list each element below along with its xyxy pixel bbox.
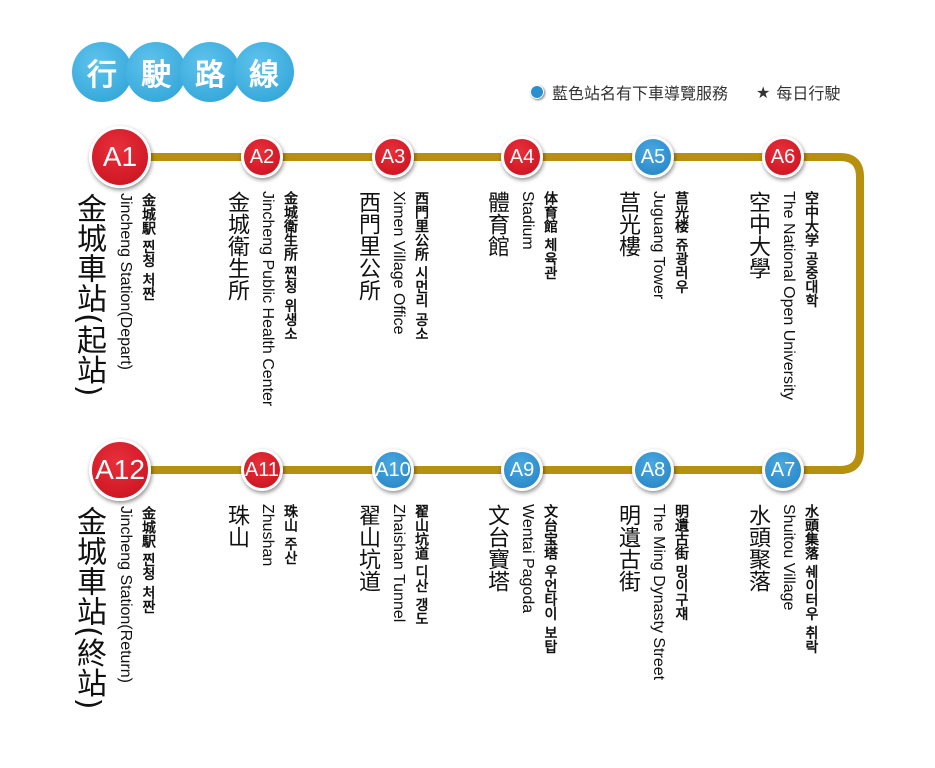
station-name-en: Jincheng Public Health Center <box>259 191 276 407</box>
station-marker-a10: A10 <box>372 449 414 491</box>
station-label-a10: 翟山坑道 Zhaishan Tunnel 翟山坑道 디산 갱도 <box>355 504 431 626</box>
station-name-zh: 金城車站(終站) <box>71 506 106 710</box>
station-name-zh: 西門里公所 <box>355 191 380 301</box>
station-name-jp-ko: 金城衛生所 찐청 위생소 <box>282 191 298 341</box>
station-marker-a7: A7 <box>762 449 804 491</box>
blue-dot-icon <box>530 85 544 99</box>
station-name-zh: 翟山坑道 <box>355 504 380 592</box>
station-label-a11: 珠山 Zhushan 珠山 주산 <box>224 504 300 566</box>
station-name-en: Zhushan <box>259 504 276 567</box>
station-label-a12: 金城車站(終站) Jincheng Station(Return) 金城駅 찐청 처… <box>71 506 158 710</box>
star-icon: ★ <box>756 82 771 102</box>
station-name-en: Jincheng Station(Return) <box>117 506 134 683</box>
station-name-en: Juguang Tower <box>650 191 667 300</box>
title-char: 路 <box>180 42 240 102</box>
station-name-jp-ko: 珠山 주산 <box>282 504 298 565</box>
legend: 藍色站名有下車導覽服務 ★ 每日行駛 <box>530 80 840 104</box>
station-name-zh: 莒光樓 <box>615 191 640 257</box>
station-label-a9: 文台寶塔 Wentai Pagoda 文台宝塔 우언타이 보탑 <box>484 504 560 654</box>
station-marker-a4: A4 <box>501 136 543 178</box>
title-char: 線 <box>234 42 294 102</box>
legend-guide-service: 藍色站名有下車導覽服務 <box>552 84 729 103</box>
station-name-en: Stadium <box>519 191 536 250</box>
station-marker-a2: A2 <box>241 136 283 178</box>
station-name-zh: 水頭聚落 <box>745 504 770 592</box>
station-label-a8: 明遺古街 The Ming Dynasty Street 明遺古街 밍이구쟤 <box>615 504 691 680</box>
station-marker-a6: A6 <box>762 136 804 178</box>
station-name-jp-ko: 水頭集落 쉐이터우 취락 <box>803 504 819 654</box>
station-name-jp-ko: 明遺古街 밍이구쟤 <box>673 504 689 621</box>
station-marker-a5: A5 <box>632 136 674 178</box>
station-name-en: The Ming Dynasty Street <box>650 504 667 681</box>
station-name-zh: 文台寶塔 <box>484 504 509 592</box>
station-name-zh: 珠山 <box>224 504 249 548</box>
title-char: 行 <box>72 42 132 102</box>
station-label-a6: 空中大學 The National Open University 空中大学 공중대… <box>745 191 821 400</box>
station-name-en: Shuitou Village <box>780 504 797 611</box>
station-name-jp-ko: 金城駅 찐청 처짠 <box>140 506 156 614</box>
station-marker-a11: A11 <box>241 449 283 491</box>
station-name-zh: 金城車站(起站) <box>71 193 106 397</box>
station-name-zh: 金城衛生所 <box>224 191 249 301</box>
station-marker-a8: A8 <box>632 449 674 491</box>
station-label-a7: 水頭聚落 Shuitou Village 水頭集落 쉐이터우 취락 <box>745 504 821 654</box>
route-title: 行 駛 路 線 <box>72 42 294 102</box>
station-name-en: Zhaishan Tunnel <box>390 504 407 623</box>
station-name-jp-ko: 文台宝塔 우언타이 보탑 <box>542 504 558 654</box>
station-label-a1: 金城車站(起站) Jincheng Station(Depart) 金城駅 찐청 처… <box>71 193 158 397</box>
station-name-jp-ko: 莒光楼 쥬광러우 <box>673 191 689 294</box>
route-path <box>120 153 864 474</box>
station-label-a3: 西門里公所 Ximen Village Office 西門里公所 시먼리 공소 <box>355 191 431 341</box>
station-name-jp-ko: 空中大学 공중대학 <box>803 191 819 308</box>
station-name-en: Wentai Pagoda <box>519 504 536 614</box>
station-name-zh: 明遺古街 <box>615 504 640 592</box>
station-name-zh: 空中大學 <box>745 191 770 279</box>
station-name-jp-ko: 金城駅 찐청 처짠 <box>140 193 156 301</box>
station-name-jp-ko: 翟山坑道 디산 갱도 <box>413 504 429 626</box>
station-marker-a9: A9 <box>501 449 543 491</box>
station-marker-a3: A3 <box>372 136 414 178</box>
station-label-a4: 體育館 Stadium 体育館 체육관 <box>484 191 560 280</box>
station-label-a2: 金城衛生所 Jincheng Public Health Center 金城衛生所 … <box>224 191 300 406</box>
station-name-jp-ko: 体育館 체육관 <box>542 191 558 280</box>
station-name-en: Ximen Village Office <box>390 191 407 335</box>
station-name-en: Jincheng Station(Depart) <box>117 193 134 370</box>
station-label-a5: 莒光樓 Juguang Tower 莒光楼 쥬광러우 <box>615 191 691 299</box>
station-name-en: The National Open University <box>780 191 797 400</box>
station-name-zh: 體育館 <box>484 191 509 257</box>
station-name-jp-ko: 西門里公所 시먼리 공소 <box>413 191 429 341</box>
title-char: 駛 <box>126 42 186 102</box>
station-marker-a1: A1 <box>89 126 151 188</box>
station-marker-a12: A12 <box>89 439 151 501</box>
legend-daily: 每日行駛 <box>776 84 841 103</box>
